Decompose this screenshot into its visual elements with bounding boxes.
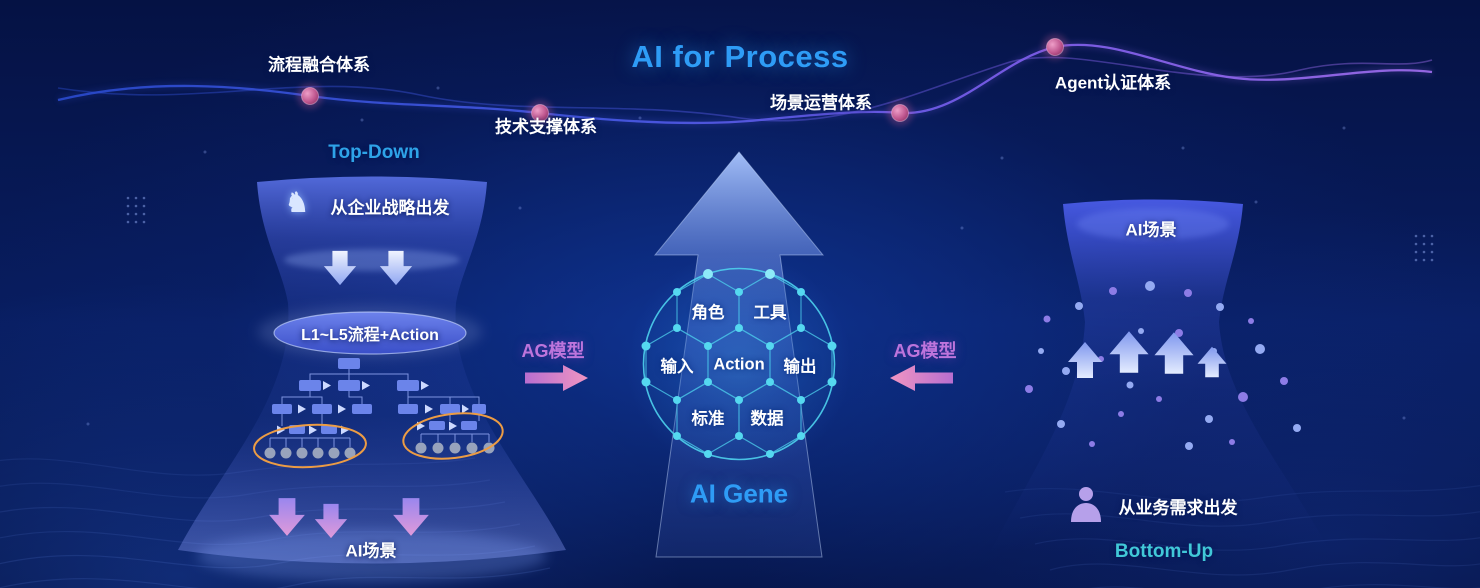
- strategy-label: 从企业战略出发: [330, 198, 450, 218]
- curve-nodes: [297, 34, 1068, 126]
- bottom-up-heading: Bottom-Up: [1114, 541, 1214, 562]
- ag-arrow-right-icon: [525, 365, 588, 391]
- curve-label-process-fusion: 流程融合体系: [268, 55, 370, 75]
- right-tower: [990, 199, 1330, 552]
- l1-l5-pill-label: L1~L5流程+Action: [301, 327, 439, 344]
- curve-label-scenario-operation: 场景运营体系: [770, 93, 872, 113]
- hex-label-output: 输出: [783, 358, 817, 376]
- right-ai-scene-label: AI场景: [1125, 220, 1177, 240]
- ag-arrows: [525, 365, 953, 391]
- curve-label-tech-support: 技术支撑体系: [495, 117, 597, 137]
- curve-node-icon: [1046, 38, 1064, 56]
- ai-gene-sphere: [627, 252, 851, 476]
- lattice-nodes: [641, 269, 837, 458]
- curve-node-icon: [891, 104, 909, 122]
- top-down-heading: Top-Down: [328, 142, 420, 163]
- process-flowchart: [253, 358, 504, 469]
- demand-label: 从业务需求出发: [1118, 498, 1238, 518]
- down-arrow-purple-icon: [269, 498, 429, 539]
- curve-label-agent-certification: Agent认证体系: [1054, 73, 1172, 93]
- hex-label-data: 数据: [750, 410, 784, 428]
- ag-arrow-left-icon: [890, 365, 953, 391]
- hex-label-input: 输入: [660, 358, 694, 376]
- scatter-dots: [1025, 281, 1301, 450]
- page-title: AI for Process: [631, 39, 849, 74]
- hex-label-action: Action: [713, 355, 765, 374]
- hex-label-tool: 工具: [753, 304, 787, 322]
- dot-grid-right: [1414, 234, 1434, 262]
- highlight-ellipses: [253, 412, 504, 469]
- up-arrow-icon: [1068, 331, 1227, 378]
- down-arrow-icon: [323, 250, 413, 286]
- ai-gene-title: AI Gene: [689, 478, 789, 509]
- person-icon: [1071, 487, 1101, 522]
- left-ai-scene-label: AI场景: [345, 541, 397, 561]
- curve-node-icon: [531, 104, 549, 122]
- left-tower: [178, 176, 566, 582]
- hex-label-standard: 标准: [691, 410, 725, 428]
- ag-model-left-label: AG模型: [521, 341, 585, 361]
- ag-model-right-label: AG模型: [893, 341, 957, 361]
- knight-icon: ♞: [284, 187, 310, 218]
- l1-l5-pill: [273, 311, 467, 355]
- dot-grid-left: [126, 196, 146, 224]
- curve-node-icon: [301, 87, 319, 105]
- hex-label-role: 角色: [691, 304, 725, 322]
